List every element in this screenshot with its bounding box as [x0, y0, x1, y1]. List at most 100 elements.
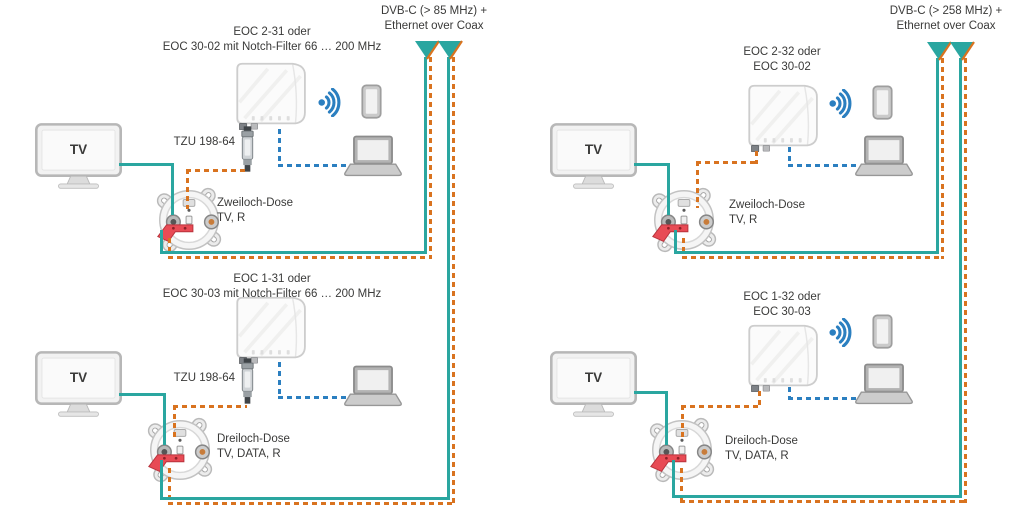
ethernet-line-segment: [788, 147, 791, 167]
eoc-data-line-segment: [682, 238, 685, 259]
signal-header-right: DVB-C (> 258 MHz) + Ethernet over Coax: [846, 4, 1024, 34]
eoc-adapter-icon: [230, 60, 310, 130]
laptop-icon: [855, 135, 913, 177]
eoc-adapter-icon: [230, 294, 310, 364]
dvb-input-arrow-icon: [949, 41, 975, 61]
tv-label: TV: [584, 141, 603, 157]
eoc-data-line-segment: [173, 405, 247, 408]
coax-line-segment: [672, 495, 962, 498]
outlet-label-line2: TV, DATA, R: [725, 450, 789, 462]
ethernet-line-segment: [278, 164, 348, 167]
laptop-icon: [344, 135, 402, 177]
outlet-label: Dreiloch-Dose TV, DATA, R: [725, 434, 875, 464]
tv-label: TV: [69, 369, 88, 385]
eoc-data-line-segment: [696, 161, 699, 208]
outlet-label-line2: TV, R: [217, 212, 246, 224]
dvb-input-arrow-icon: [437, 40, 463, 60]
notch-filter-icon: [239, 358, 256, 404]
coax-line-segment: [160, 460, 163, 500]
coax-line-segment: [119, 393, 166, 396]
coax-line-segment: [171, 163, 174, 215]
outlet-label: Zweiloch-Dose TV, R: [217, 196, 367, 226]
ethernet-line-segment: [788, 164, 858, 167]
coax-line-segment: [665, 391, 668, 445]
coax-line-segment: [667, 163, 670, 215]
eoc-label-line1: EOC 1-31 oder: [233, 273, 311, 285]
eoc-data-line-segment: [696, 161, 758, 164]
coax-line-segment: [634, 391, 668, 394]
eoc-adapter-label: EOC 1-32 oder EOC 30-03: [682, 290, 882, 320]
notch-filter-label: TZU 198-64: [173, 372, 235, 384]
eoc-label-line2: EOC 30-02 mit Notch-Filter 66 … 200 MHz: [162, 41, 382, 53]
eoc-data-line-segment: [964, 58, 967, 503]
eoc-adapter-label: EOC 2-31 oder EOC 30-02 mit Notch-Filter…: [140, 25, 404, 55]
ethernet-line-segment: [278, 129, 281, 167]
ethernet-line-segment: [278, 362, 281, 399]
coax-line-segment: [672, 460, 675, 498]
outlet-label-line1: Zweiloch-Dose: [217, 197, 294, 209]
signal-header-line2: Ethernet over Coax: [384, 20, 484, 32]
coax-line-segment: [119, 163, 174, 166]
coax-line-segment: [160, 497, 450, 500]
eoc-label-line2: EOC 30-02: [753, 61, 811, 73]
ethernet-line-segment: [788, 397, 858, 400]
laptop-icon: [344, 365, 402, 407]
smartphone-icon: [872, 85, 893, 120]
notch-filter-label: TZU 198-64: [173, 136, 235, 148]
eoc-data-line-segment: [941, 58, 944, 259]
eoc-label-line1: EOC 1-32 oder: [743, 291, 821, 303]
eoc-data-line-segment: [168, 468, 171, 505]
eoc-adapter-label: EOC 2-32 oder EOC 30-02: [682, 45, 882, 75]
eoc-adapter-icon: [742, 82, 822, 152]
laptop-icon: [855, 363, 913, 405]
eoc-data-line-segment: [173, 405, 176, 438]
signal-header-line2: Ethernet over Coax: [896, 20, 996, 32]
coax-line-segment: [163, 393, 166, 445]
outlet-label-line1: Zweiloch-Dose: [729, 199, 806, 211]
signal-header-left: DVB-C (> 85 MHz) + Ethernet over Coax: [334, 4, 534, 34]
eoc-data-line-segment: [755, 151, 758, 164]
coax-line-segment: [936, 58, 939, 254]
eoc-data-line-segment: [681, 405, 761, 408]
eoc-data-line-segment: [452, 57, 455, 505]
tv-label: TV: [584, 369, 603, 385]
eoc-data-line-segment: [429, 57, 432, 259]
coax-line-segment: [959, 58, 962, 498]
smartphone-icon: [361, 84, 382, 119]
coax-line-segment: [160, 251, 427, 254]
outlet-label: Zweiloch-Dose TV, R: [729, 198, 879, 228]
eoc-data-line-segment: [186, 169, 248, 172]
eoc-label-line2: EOC 30-03 mit Notch-Filter 66 … 200 MHz: [162, 288, 382, 300]
coax-line-segment: [160, 230, 163, 254]
ethernet-line-segment: [788, 387, 791, 400]
outlet-label-line2: TV, DATA, R: [217, 448, 281, 460]
eoc-label-line1: EOC 2-32 oder: [743, 46, 821, 58]
eoc-adapter-icon: [742, 322, 822, 392]
ethernet-line-segment: [278, 396, 348, 399]
eoc-data-line-segment: [758, 391, 761, 408]
eoc-adapter-label: EOC 1-31 oder EOC 30-03 mit Notch-Filter…: [140, 272, 404, 302]
signal-header-line1: DVB-C (> 258 MHz) +: [889, 5, 1003, 17]
outlet-label-line1: Dreiloch-Dose: [725, 435, 798, 447]
eoc-data-line-segment: [681, 405, 684, 438]
wifi-icon: [828, 318, 861, 347]
eoc-data-line-segment: [186, 169, 189, 209]
eoc-data-line-segment: [680, 468, 683, 503]
notch-filter-icon: [239, 126, 256, 172]
eoc-label-line1: EOC 2-31 oder: [233, 26, 311, 38]
coax-line-segment: [447, 57, 450, 500]
eoc-data-line-segment: [168, 502, 455, 505]
coax-line-segment: [674, 251, 939, 254]
outlet-label: Dreiloch-Dose TV, DATA, R: [217, 432, 367, 462]
eoc-data-line-segment: [680, 500, 967, 503]
eoc-data-line-segment: [168, 256, 432, 259]
coax-line-segment: [674, 230, 677, 254]
tv-label: TV: [69, 141, 88, 157]
outlet-label-line2: TV, R: [729, 214, 758, 226]
signal-header-line1: DVB-C (> 85 MHz) +: [380, 5, 488, 17]
outlet-label-line1: Dreiloch-Dose: [217, 433, 290, 445]
eoc-data-line-segment: [682, 256, 944, 259]
eoc-data-line-segment: [168, 238, 171, 259]
antenna-outlet-icon: [141, 411, 219, 489]
